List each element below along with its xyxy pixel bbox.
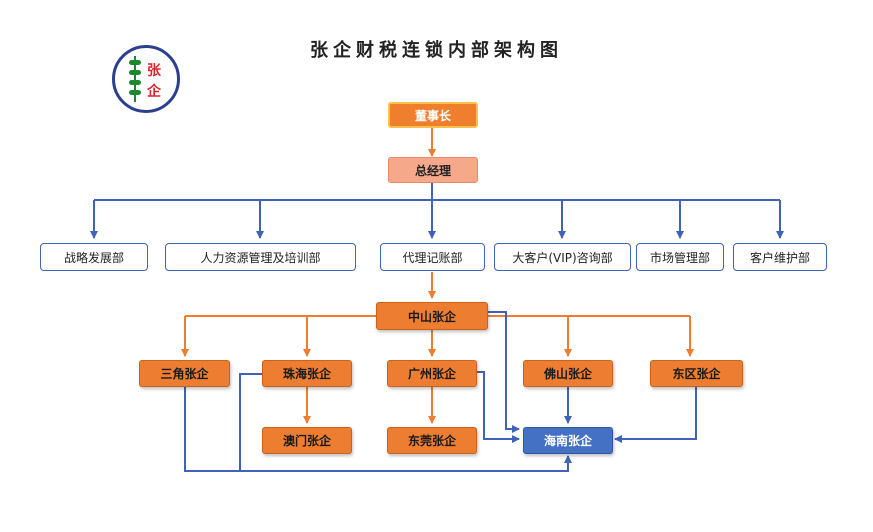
- node-branch-zhuhai: 珠海张企: [262, 360, 352, 387]
- node-aomen: 澳门张企: [262, 427, 352, 454]
- node-branch-dongqu: 东区张企: [650, 360, 743, 387]
- logo-node: [129, 60, 141, 65]
- node-branch-sanjiao: 三角张企: [139, 360, 230, 387]
- logo-node: [129, 70, 141, 75]
- node-dept-strategy: 战略发展部: [40, 243, 148, 271]
- logo-char-top: 张: [147, 63, 161, 79]
- logo-char-bottom: 企: [147, 84, 161, 100]
- node-general-manager: 总经理: [388, 157, 478, 183]
- link-zhongshan-branches: [181, 315, 694, 424]
- node-dept-bookkeeping: 代理记账部: [380, 243, 485, 271]
- link-to-hainan: [184, 311, 697, 472]
- logo: 张 企: [112, 45, 180, 113]
- node-zhongshan: 中山张企: [376, 302, 488, 330]
- node-branch-foshan: 佛山张企: [523, 360, 613, 387]
- logo-stem: [134, 56, 136, 102]
- page-title: 张企财税连锁内部架构图: [310, 40, 563, 61]
- logo-node: [129, 90, 141, 95]
- link-gm-departments: [90, 183, 784, 239]
- node-dept-market: 市场管理部: [636, 243, 724, 271]
- node-hainan: 海南张企: [523, 427, 613, 454]
- node-dept-hr: 人力资源管理及培训部: [165, 243, 356, 271]
- node-branch-guangzhou: 广州张企: [387, 360, 477, 387]
- logo-node: [129, 80, 141, 85]
- node-dongguan: 东莞张企: [387, 427, 477, 454]
- node-dept-vip: 大客户(VIP)咨询部: [494, 243, 631, 271]
- node-dept-customer: 客户维护部: [733, 243, 827, 271]
- node-chairman: 董事长: [388, 102, 478, 128]
